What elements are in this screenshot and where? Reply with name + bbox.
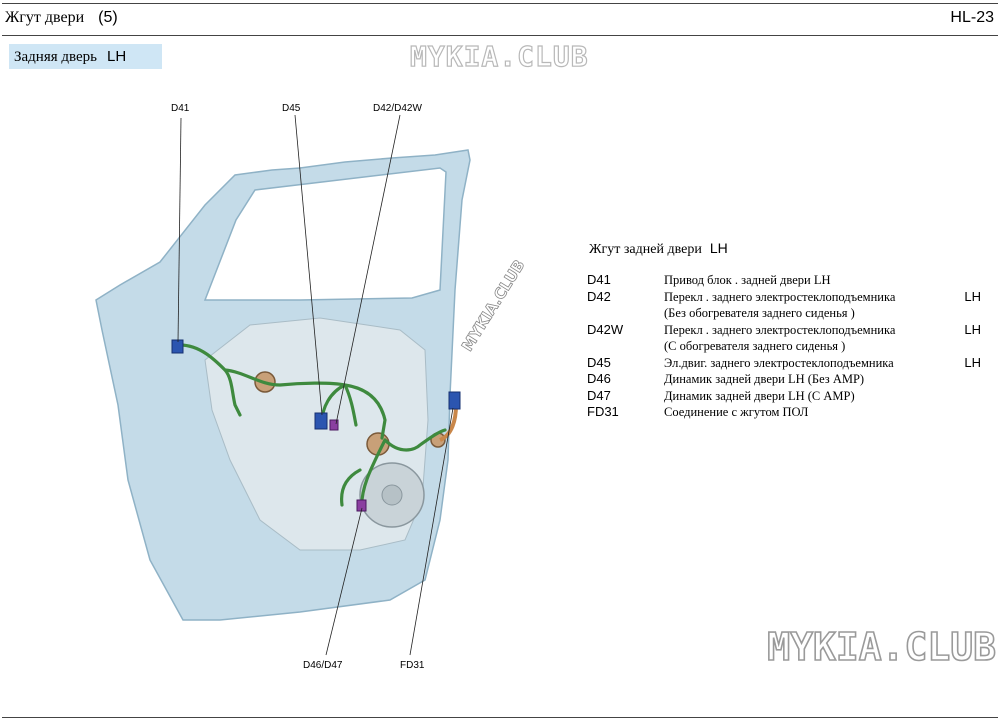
door-window-opening: [203, 167, 447, 301]
legend-desc: Соединение с жгутом ПОЛ: [664, 405, 809, 419]
watermark-top: MYKIA.CLUB: [409, 39, 589, 73]
section-label-text: Задняя дверь: [14, 49, 98, 65]
legend-row: FD31 Соединение с жгутом ПОЛ: [587, 404, 987, 421]
section-label-side: LH: [107, 48, 127, 65]
legend-code: D47: [587, 387, 611, 403]
legend-desc: Эл.двиг. заднего электростеклоподъемника: [664, 355, 894, 370]
leader-d42: [335, 114, 401, 425]
legend-row: D41 Привод блок . задней двери LH: [587, 272, 987, 289]
callout-d41: D41: [171, 103, 190, 114]
leader-d41: [177, 117, 182, 343]
legend-code: FD31: [587, 404, 619, 419]
page-title: Жгут двери (5): [5, 9, 118, 27]
legend-row: D46 Динамик задней двери LH (Без AMP): [587, 371, 987, 388]
legend-row: D47 Динамик задней двери LH (С AMP): [587, 388, 987, 405]
legend-code: D41: [587, 272, 611, 287]
callout-d45: D45: [282, 103, 301, 114]
connector-d41: [171, 339, 184, 354]
legend-side: LH: [964, 288, 981, 304]
page-code: HL-23: [950, 9, 994, 26]
callout-d46: D46/D47: [303, 660, 343, 671]
legend-row: D42W Перекл . заднего электростеклоподъе…: [587, 322, 987, 355]
legend-desc: Динамик задней двери LH (Без AMP): [664, 372, 865, 386]
legend-row: D45 Эл.двиг. заднего электростеклоподъем…: [587, 355, 987, 372]
watermark-bottom: MYKIA.CLUB: [766, 624, 996, 670]
legend-desc: Перекл . заднего электростеклоподъемника: [664, 289, 896, 304]
legend-side: LH: [964, 354, 981, 370]
frame-bottom-border: [2, 717, 998, 718]
legend-code: D46: [587, 371, 611, 386]
page-title-text: Жгут двери: [5, 9, 85, 26]
legend-row: D42 Перекл . заднего электростеклоподъем…: [587, 289, 987, 322]
legend-side: LH: [964, 321, 981, 337]
leader-d46: [325, 507, 363, 656]
legend-code: D42: [587, 288, 611, 304]
legend-title: Жгут задней двери LH: [589, 240, 728, 258]
legend-title-text: Жгут задней двери: [589, 242, 702, 257]
leader-d45: [294, 114, 323, 416]
page-title-number: (5): [98, 9, 118, 26]
legend-desc: Перекл . заднего электростеклоподъемника: [664, 322, 896, 337]
wire-harness: [178, 343, 447, 512]
legend-desc: Динамик задней двери LH (С AMP): [664, 388, 855, 403]
legend-desc-continued: (Без обогревателя заднего сиденья ): [664, 306, 855, 320]
connector-legend: D41 Привод блок . задней двери LH D42 Пе…: [587, 272, 987, 421]
legend-title-side: LH: [709, 240, 728, 256]
connector-fd31: [448, 391, 461, 410]
speaker-center: [381, 484, 403, 506]
callout-d42: D42/D42W: [373, 103, 422, 114]
leader-fd31: [409, 407, 454, 656]
legend-code: D45: [587, 354, 611, 370]
frame-top-border: [2, 3, 998, 4]
callout-fd31: FD31: [400, 660, 425, 671]
connector-d45: [314, 412, 328, 430]
legend-desc: Привод блок . задней двери LH: [664, 273, 831, 287]
legend-desc-continued: (С обогревателя заднего сиденья ): [664, 339, 846, 353]
legend-code: D42W: [587, 321, 624, 337]
header-divider: [2, 35, 998, 36]
section-label: Задняя дверь LH: [9, 44, 162, 69]
connector-d42: [329, 419, 339, 431]
